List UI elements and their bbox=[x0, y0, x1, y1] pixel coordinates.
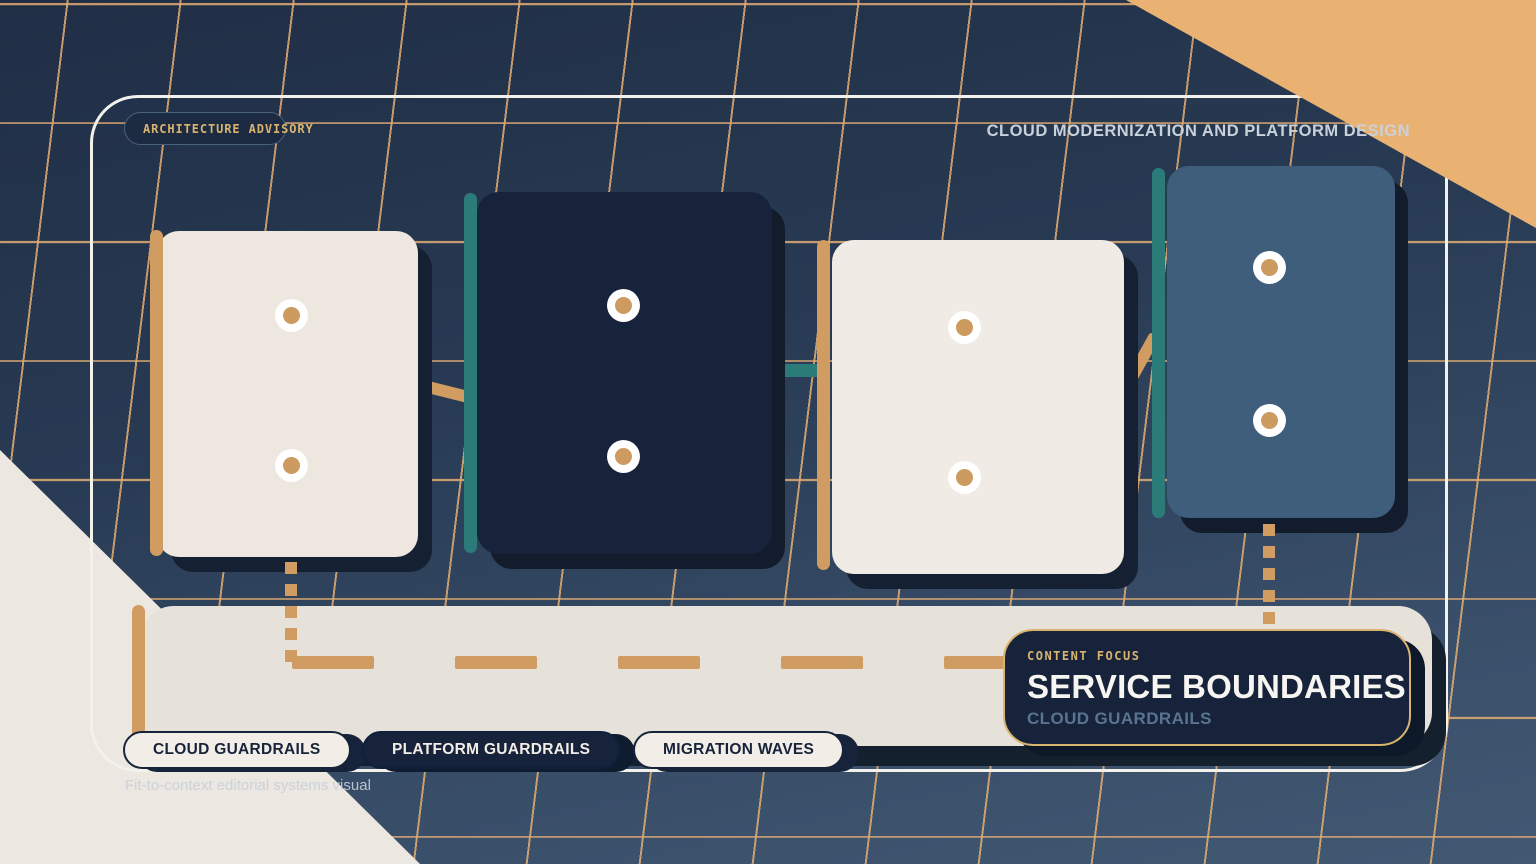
card3-accent-bar bbox=[817, 240, 830, 570]
footer-caption: Fit-to-context editorial systems visual bbox=[125, 777, 371, 794]
tab-platform-guardrails[interactable]: PLATFORM GUARDRAILS bbox=[362, 731, 621, 769]
card1-accent-bar bbox=[150, 230, 163, 556]
node-dot bbox=[1253, 251, 1286, 284]
panel-card-3 bbox=[832, 240, 1124, 574]
node-dot bbox=[948, 311, 981, 344]
panel-card-2 bbox=[477, 192, 772, 554]
content-focus-subtitle: CLOUD GUARDRAILS bbox=[1027, 709, 1212, 728]
dashed-connector-card4 bbox=[1263, 524, 1275, 624]
track-dash-segment bbox=[618, 656, 700, 669]
node-dot bbox=[948, 461, 981, 494]
node-dot bbox=[275, 449, 308, 482]
content-focus-kicker: CONTENT FOCUS bbox=[1027, 649, 1141, 663]
architecture-advisory-badge: ARCHITECTURE ADVISORY bbox=[124, 112, 313, 145]
node-dot bbox=[275, 299, 308, 332]
page-title: CLOUD MODERNIZATION AND PLATFORM DESIGN bbox=[986, 122, 1410, 140]
tab-migration-waves[interactable]: MIGRATION WAVES bbox=[633, 731, 845, 769]
card2-accent-bar bbox=[464, 193, 477, 553]
tab-cloud-guardrails[interactable]: CLOUD GUARDRAILS bbox=[123, 731, 351, 769]
card4-accent-bar bbox=[1152, 168, 1165, 518]
node-dot bbox=[607, 289, 640, 322]
content-focus-panel: CONTENT FOCUS SERVICE BOUNDARIES CLOUD G… bbox=[1003, 629, 1411, 746]
dashed-connector-card1 bbox=[285, 562, 297, 662]
track-dash-segment bbox=[455, 656, 537, 669]
panel-card-1 bbox=[157, 231, 418, 557]
bottom-track-accent-bar bbox=[132, 605, 145, 747]
track-dash-segment bbox=[781, 656, 863, 669]
node-dot bbox=[607, 440, 640, 473]
track-dash-segment bbox=[944, 656, 1004, 669]
track-dash-segment bbox=[292, 656, 374, 669]
content-focus-title: SERVICE BOUNDARIES bbox=[1027, 668, 1406, 705]
panel-card-4 bbox=[1167, 166, 1395, 518]
badge-label: ARCHITECTURE ADVISORY bbox=[143, 121, 314, 136]
connector-card2-card3 bbox=[766, 364, 824, 377]
node-dot bbox=[1253, 404, 1286, 437]
rounded-frame-outline bbox=[90, 95, 1448, 772]
